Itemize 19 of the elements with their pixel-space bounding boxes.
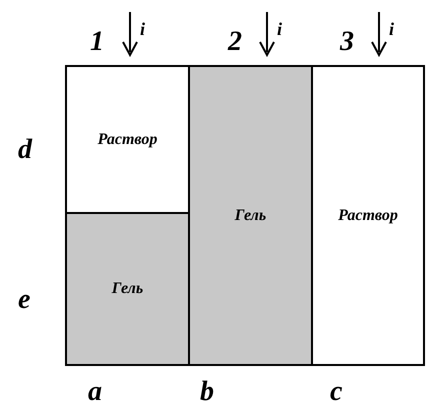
region-box	[311, 65, 425, 366]
column-number: 3	[340, 28, 354, 56]
axis-label: c	[330, 378, 342, 406]
flux-symbol: i	[389, 20, 394, 38]
axis-label: b	[200, 378, 214, 406]
column-number: 1	[90, 28, 104, 56]
region-box	[65, 65, 190, 214]
axis-label: d	[18, 136, 32, 164]
axis-label: e	[18, 286, 30, 314]
region-label: Раствор	[98, 130, 158, 148]
axis-label: a	[88, 378, 102, 406]
flux-symbol: i	[140, 20, 146, 38]
region-label: Гель	[234, 206, 266, 224]
flux-symbol: i	[277, 20, 282, 38]
region-label: Раствор	[338, 206, 398, 224]
column-number: 2	[228, 28, 242, 56]
region-box	[188, 65, 313, 366]
region-box	[65, 212, 190, 366]
region-label: Гель	[112, 280, 144, 298]
